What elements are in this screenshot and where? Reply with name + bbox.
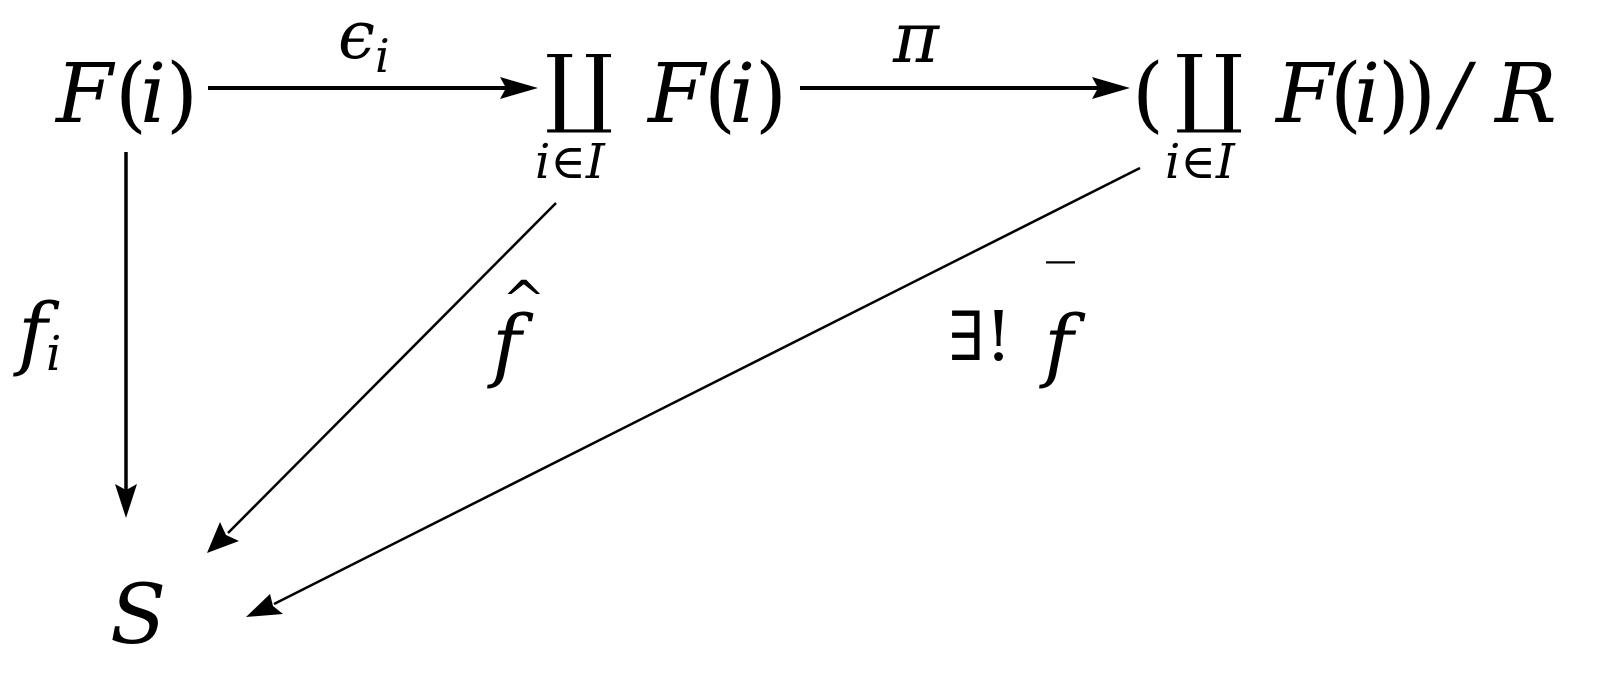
coproduct-rparen: )	[755, 47, 787, 142]
f-hat-accent: ^	[502, 271, 546, 331]
arrow-f-hat-line	[227, 202, 557, 534]
epsilon-label: ϵ	[338, 0, 375, 74]
node-S-label: S	[110, 568, 166, 663]
arrow-f-hat: f ^	[207, 202, 557, 553]
coproduct-lparen: (	[704, 47, 736, 142]
f-bar-exists: ∃!	[948, 298, 1012, 377]
node-F-i-arg: i	[140, 47, 166, 142]
arrow-f-i-head	[115, 484, 137, 518]
node-F-i: F ( i )	[54, 47, 198, 142]
quotient-slash: /	[1435, 47, 1477, 142]
arrow-f-i: f i	[13, 152, 137, 518]
f-bar-accent: ‾	[1046, 251, 1075, 319]
pi-label: π	[892, 0, 941, 79]
node-S: S	[110, 568, 166, 663]
coproduct-symbol: ∐	[545, 37, 613, 137]
node-F-i-lparen: (	[115, 47, 147, 142]
quotient-outer-rparen: )	[1404, 47, 1436, 142]
quotient-arg: i	[1354, 47, 1380, 142]
arrow-f-bar-head	[246, 594, 283, 617]
epsilon-subscript: i	[375, 29, 390, 83]
f-i-subscript: i	[46, 326, 61, 382]
coproduct-subscript: i∈I	[535, 134, 606, 190]
quotient-subscript: i∈I	[1165, 134, 1236, 190]
coproduct-F: F	[646, 47, 708, 142]
arrow-epsilon: ϵ i	[208, 0, 538, 99]
quotient-lparen: (	[1330, 47, 1362, 142]
arrow-f-hat-head	[207, 522, 239, 553]
quotient-F: F	[1274, 47, 1336, 142]
quotient-outer-lparen: (	[1132, 47, 1164, 142]
coproduct-arg: i	[729, 47, 755, 142]
quotient-rparen: )	[1378, 47, 1410, 142]
node-F-i-rparen: )	[166, 47, 198, 142]
node-quotient: ( ∐ i∈I F ( i ) ) / R	[1132, 37, 1557, 190]
quotient-coproduct-symbol: ∐	[1175, 37, 1243, 137]
arrow-epsilon-head	[500, 77, 538, 99]
arrow-f-bar: ∃! f ‾	[246, 166, 1141, 617]
arrow-pi: π	[800, 0, 1130, 99]
quotient-relation: R	[1493, 47, 1557, 142]
node-coproduct: ∐ i∈I F ( i )	[535, 37, 787, 190]
arrow-f-bar-line	[273, 166, 1141, 606]
node-F-i-F: F	[54, 47, 116, 142]
arrow-pi-head	[1092, 77, 1130, 99]
